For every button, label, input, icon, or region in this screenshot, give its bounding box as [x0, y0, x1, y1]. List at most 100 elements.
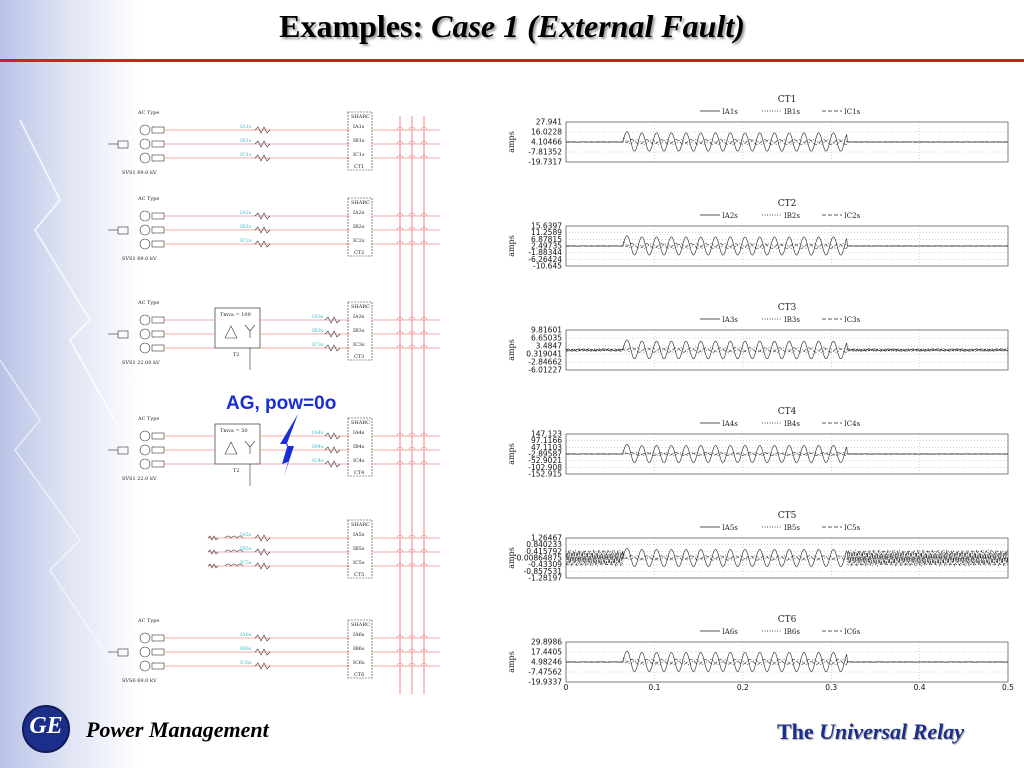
- ge-logo: GE: [22, 705, 70, 753]
- phase-tag: IB5s: [240, 546, 252, 552]
- source-circle: [139, 328, 151, 340]
- y-tick-label: 147.123: [531, 430, 562, 439]
- source-circle: [139, 458, 151, 470]
- ct-type: SHARC: [351, 114, 370, 120]
- resistor-symbol: [254, 154, 271, 162]
- crossover: [396, 316, 404, 321]
- source-circle: [139, 342, 151, 354]
- y-tick-label: -6.26424: [528, 255, 562, 264]
- transformer-rating: Tmva = 50: [220, 428, 248, 434]
- crossover: [408, 154, 416, 159]
- crossover: [420, 562, 428, 567]
- y-tick-label: -0.00864875: [514, 554, 562, 563]
- phase-tag: IC3s: [312, 342, 324, 348]
- legend-label: IA6s: [722, 628, 738, 636]
- y-tick-label: 17.4405: [531, 648, 562, 657]
- y-tick-label: -19.9337: [528, 678, 562, 687]
- phase-tag: IA3s: [312, 314, 324, 320]
- y-tick-label: 11.2589: [531, 228, 562, 237]
- crossover: [396, 154, 404, 159]
- y-tick-label: 2.49735: [531, 242, 562, 251]
- x-tick-label: 0.2: [737, 683, 749, 692]
- y-tick-label: 0.840233: [526, 540, 562, 549]
- resistor-symbol: [254, 226, 271, 234]
- series-IB3s: [565, 344, 1009, 353]
- crossover: [396, 662, 404, 667]
- ac-type-label: AC Type: [137, 618, 159, 624]
- crossover: [420, 662, 428, 667]
- resistor-symbol: [324, 344, 341, 352]
- series-IC3s: [566, 347, 1009, 353]
- source-circle: [139, 430, 151, 442]
- legend-label: IC6s: [844, 628, 861, 636]
- y-tick-label: -7.81352: [528, 148, 562, 157]
- crossover: [408, 126, 416, 131]
- legend-label: IC1s: [844, 108, 861, 116]
- y-tick-label: -1.28197: [528, 574, 562, 583]
- crossover: [408, 446, 416, 451]
- y-tick-label: 9.81601: [531, 326, 562, 335]
- delta-symbol: [224, 441, 238, 455]
- phase-tag: IC2s: [240, 238, 252, 244]
- series-IB2s: [565, 240, 1008, 249]
- crossover: [420, 212, 428, 217]
- lightning-decoration: [0, 119, 121, 661]
- ac-type-label: AC Type: [137, 416, 159, 422]
- y-tick-label: -0.857531: [524, 567, 563, 576]
- ct-measure: IC2s: [353, 238, 365, 244]
- crossover: [408, 344, 416, 349]
- ct-type: SHARC: [351, 522, 370, 528]
- resistor-symbol: [254, 548, 271, 556]
- load-inductor: [224, 563, 244, 567]
- legend-label: IB6s: [784, 628, 800, 636]
- power-management-label: Power Management: [86, 717, 269, 742]
- load-inductor: [224, 549, 244, 553]
- chart-title: CT3: [778, 303, 797, 313]
- y-tick-label: 0.415792: [526, 547, 562, 556]
- y-axis-label: amps: [507, 131, 516, 153]
- series-IC2s: [566, 242, 1009, 249]
- crossover: [396, 460, 404, 465]
- ct-measure: IC6s: [353, 660, 365, 666]
- phase-tag: IB1s: [240, 138, 252, 144]
- background-streak: [0, 0, 140, 768]
- crossover: [420, 240, 428, 245]
- phase-tag: IA4s: [312, 430, 324, 436]
- y-axis-label: amps: [507, 651, 516, 673]
- legend-label: IA3s: [722, 316, 738, 324]
- resistor-symbol: [324, 330, 341, 338]
- crossover: [396, 212, 404, 217]
- crossover: [408, 534, 416, 539]
- series-IB1s: [565, 136, 1008, 145]
- ct-box: [347, 417, 373, 477]
- crossover: [420, 534, 428, 539]
- resistor-symbol: [254, 662, 271, 670]
- resistor-symbol: [254, 126, 271, 134]
- y-tick-label: -6.01227: [528, 366, 562, 375]
- ct-type: SHARC: [351, 420, 370, 426]
- crossover: [420, 330, 428, 335]
- crossover: [396, 330, 404, 335]
- wye-symbol: [244, 324, 256, 338]
- y-tick-label: 0.319041: [526, 350, 562, 359]
- ct-measure: IA5s: [353, 532, 365, 538]
- legend-label: IC5s: [844, 524, 861, 532]
- crossover: [408, 330, 416, 335]
- y-tick-label: -2.89587: [528, 450, 562, 459]
- chart-title: CT6: [778, 615, 797, 625]
- y-tick-label: -102.908: [528, 463, 562, 472]
- crossover: [396, 344, 404, 349]
- legend-label: IC4s: [844, 420, 861, 428]
- source-circle: [139, 632, 151, 644]
- crossover: [396, 534, 404, 539]
- crossover: [420, 154, 428, 159]
- phase-tag: IC5s: [240, 560, 252, 566]
- ct-measure: IB1s: [353, 138, 365, 144]
- crossover: [396, 446, 404, 451]
- series-IC1s: [566, 138, 1009, 145]
- crossover: [420, 548, 428, 553]
- legend-label: IB2s: [784, 212, 800, 220]
- ct-type: SHARC: [351, 200, 370, 206]
